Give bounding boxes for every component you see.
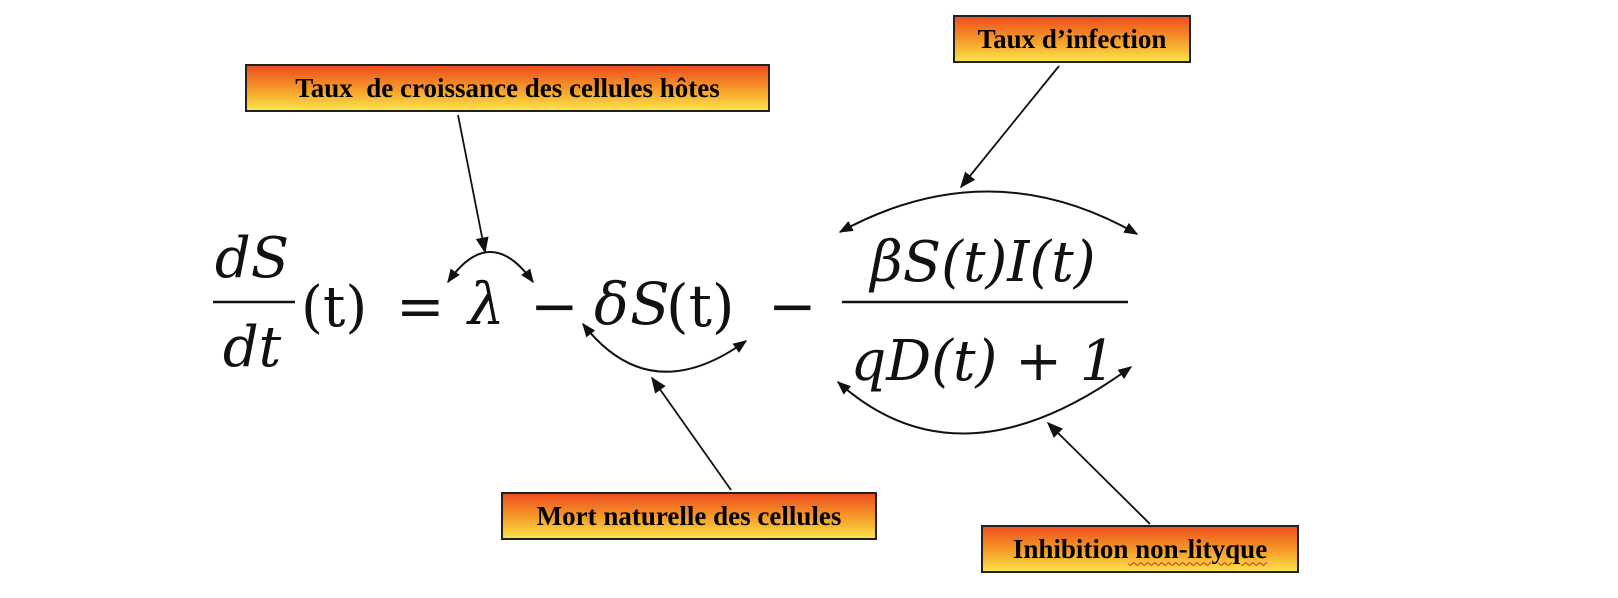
rhs-denominator: qD(t) + 1 [850,329,1115,394]
lambda-brace [447,251,534,284]
minus-sign-2: − [768,272,817,340]
delta-symbol: δ [594,270,629,338]
inhibition-term-brace [836,366,1133,435]
s-symbol: S [630,270,670,338]
death-arrow [651,376,732,491]
natural-death-text: Mort naturelle des cellules [536,500,842,531]
growth-rate-label: Taux de croissance des cellules hôtes [245,64,770,112]
infection-rate-text: Taux d’infection [977,23,1167,54]
rhs-numerator: βS(t)I(t) [868,230,1095,295]
lhs-argument: (t) [301,275,367,340]
non-lytic-word: non-lityque [1128,533,1268,564]
non-lytic-inhibition-label: Inhibition non-lityque [981,525,1299,573]
lhs-denominator: dt [223,315,282,380]
lhs-numerator: dS [215,226,289,291]
infection-term-brace [838,190,1139,235]
minus-sign-1: − [530,272,579,340]
infection-rate-label: Taux d’infection [953,15,1191,63]
infection-arrow [959,65,1060,189]
s-argument: (t) [666,272,735,340]
inhibition-word: Inhibition [1012,533,1129,564]
equals-sign: = [396,272,445,340]
lambda-symbol: λ [466,270,505,338]
growth-arrow [457,114,489,254]
inhibition-arrow [1046,421,1151,525]
death-term-brace [582,322,748,373]
natural-death-label: Mort naturelle des cellules [501,492,877,540]
growth-rate-text: Taux de croissance des cellules hôtes [295,72,720,103]
